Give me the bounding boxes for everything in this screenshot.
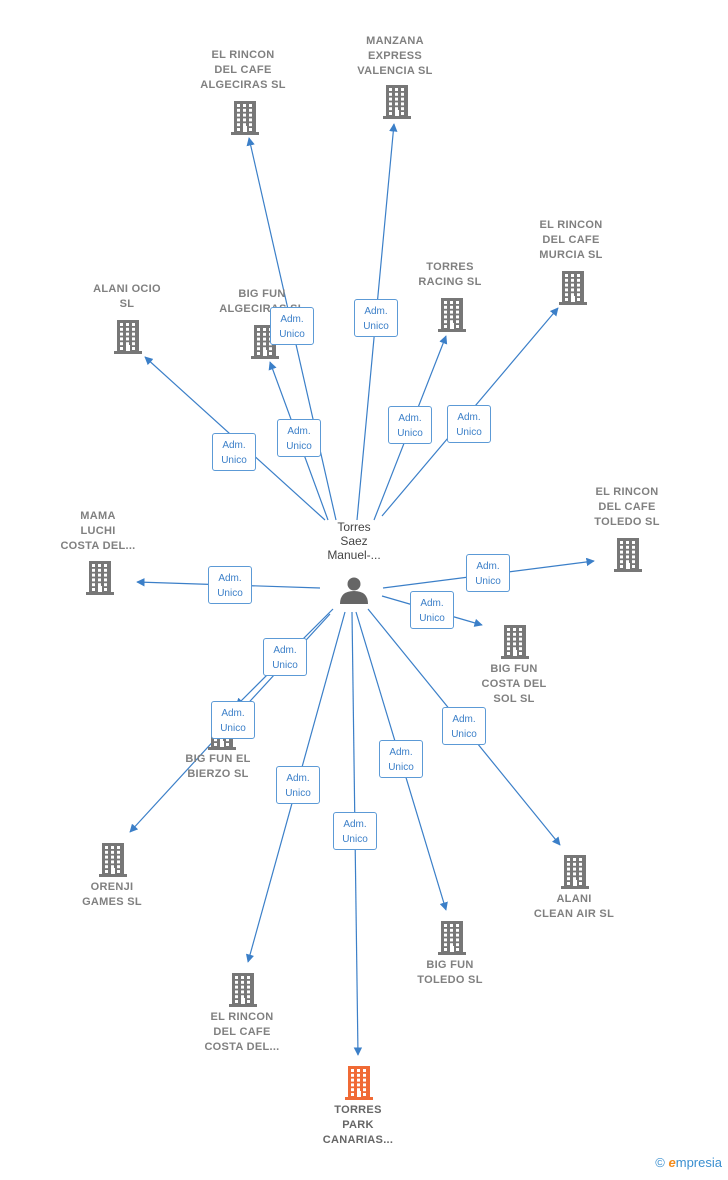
role-badge-alani-ocio[interactable]: Adm. Unico (212, 433, 256, 471)
company-label-torres-park-canarias[interactable]: TORRES PARK CANARIAS... (322, 1103, 394, 1146)
building-icon-manzana-express-valencia[interactable] (383, 85, 411, 119)
company-label-torres-racing[interactable]: TORRES RACING SL (418, 261, 482, 288)
company-label-big-fun-el-bierzo[interactable]: BIG FUN EL BIERZO SL (185, 753, 251, 780)
role-badge-torres-racing[interactable]: Adm. Unico (388, 406, 432, 444)
building-icon-alani-clean-air[interactable] (561, 855, 589, 889)
building-icon-el-rincon-del-cafe-algeciras[interactable] (231, 101, 259, 135)
company-label-alani-ocio[interactable]: ALANI OCIO SL (93, 283, 161, 310)
company-label-el-rincon-del-cafe-murcia[interactable]: EL RINCON DEL CAFE MURCIA SL (539, 218, 603, 261)
brand-initial: e (668, 1155, 676, 1170)
role-badge-el-rincon-del-cafe-murcia[interactable]: Adm. Unico (447, 405, 491, 443)
company-label-alani-clean-air[interactable]: ALANI CLEAN AIR SL (533, 893, 615, 920)
role-badge-el-rincon-del-cafe-costa[interactable]: Adm. Unico (276, 766, 320, 804)
company-label-big-fun-algeciras[interactable]: BIG FUN ALGECIRAS SL (219, 288, 304, 315)
company-label-manzana-express-valencia[interactable]: MANZANA EXPRESS VALENCIA SL (357, 34, 433, 77)
role-badge-big-fun-costa-del-sol[interactable]: Adm. Unico (410, 591, 454, 629)
company-label-big-fun-costa-del-sol[interactable]: BIG FUN COSTA DEL SOL SL (481, 662, 547, 705)
role-badge-manzana-express-valencia[interactable]: Adm. Unico (354, 299, 398, 337)
building-icon-torres-park-canarias[interactable] (345, 1066, 373, 1100)
role-badge-torres-park-canarias[interactable]: Adm. Unico (333, 812, 377, 850)
company-label-orenji-games[interactable]: ORENJI GAMES SL (82, 881, 142, 908)
copyright-notice: © empresia (655, 1155, 722, 1170)
role-badge-el-rincon-del-cafe-algeciras[interactable]: Adm. Unico (270, 307, 314, 345)
building-icon-el-rincon-del-cafe-toledo[interactable] (614, 538, 642, 572)
person-name[interactable]: Torres Saez Manuel-... (327, 520, 381, 562)
company-label-el-rincon-del-cafe-algeciras[interactable]: EL RINCON DEL CAFE ALGECIRAS SL (200, 48, 286, 91)
building-icon-el-rincon-del-cafe-costa[interactable] (229, 973, 257, 1007)
role-badge-mama-luchi[interactable]: Adm. Unico (208, 566, 252, 604)
role-badge-orenji-games[interactable]: Adm. Unico (211, 701, 255, 739)
company-label-big-fun-toledo[interactable]: BIG FUN TOLEDO SL (417, 959, 483, 986)
role-badge-alani-clean-air[interactable]: Adm. Unico (442, 707, 486, 745)
copyright-symbol: © (655, 1155, 665, 1170)
building-icon-big-fun-toledo[interactable] (438, 921, 466, 955)
building-icon-mama-luchi[interactable] (86, 561, 114, 595)
building-icon-el-rincon-del-cafe-murcia[interactable] (559, 271, 587, 305)
company-label-el-rincon-del-cafe-toledo[interactable]: EL RINCON DEL CAFE TOLEDO SL (594, 485, 660, 528)
role-badge-el-rincon-del-cafe-toledo[interactable]: Adm. Unico (466, 554, 510, 592)
person-icon[interactable] (340, 577, 368, 605)
building-icon-orenji-games[interactable] (99, 843, 127, 877)
company-label-mama-luchi[interactable]: MAMA LUCHI COSTA DEL... (60, 509, 136, 552)
role-badge-big-fun-el-bierzo[interactable]: Adm. Unico (263, 638, 307, 676)
company-label-el-rincon-del-cafe-costa[interactable]: EL RINCON DEL CAFE COSTA DEL... (204, 1010, 280, 1053)
role-badge-big-fun-toledo[interactable]: Adm. Unico (379, 740, 423, 778)
building-icon-big-fun-costa-del-sol[interactable] (501, 625, 529, 659)
role-badge-big-fun-algeciras[interactable]: Adm. Unico (277, 419, 321, 457)
brand-name: mpresia (675, 1155, 722, 1170)
building-icon-torres-racing[interactable] (438, 298, 466, 332)
building-icon-alani-ocio[interactable] (114, 320, 142, 354)
